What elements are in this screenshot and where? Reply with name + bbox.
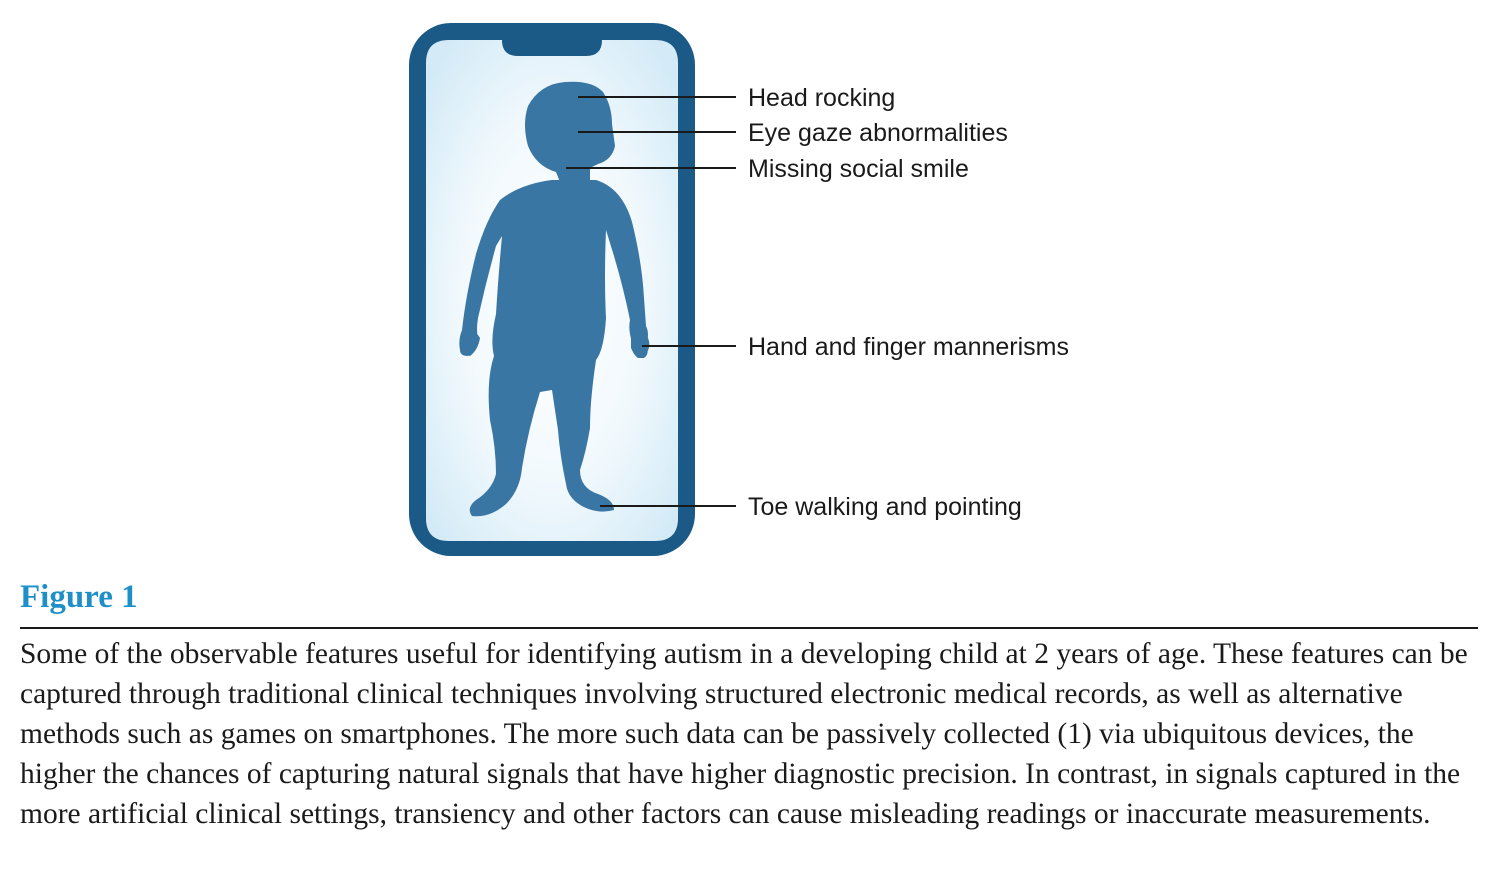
- child-hand-right: [631, 334, 650, 356]
- child-body: [459, 180, 648, 517]
- callout-lines: [566, 96, 736, 507]
- callout-social-smile: Missing social smile: [748, 155, 969, 183]
- figure-caption: Some of the observable features useful f…: [20, 638, 1468, 830]
- callout-eye-gaze: Eye gaze abnormalities: [748, 119, 1008, 147]
- callout-head-rocking: Head rocking: [748, 84, 895, 112]
- figure-label: Figure 1: [20, 579, 138, 615]
- caption-divider: [20, 627, 1478, 629]
- child-silhouette-icon: [459, 81, 650, 517]
- figure-illustration: Head rocking Eye gaze abnormalities Miss…: [409, 23, 1069, 556]
- child-hand-left: [460, 331, 480, 356]
- callout-hand-finger: Hand and finger mannerisms: [748, 333, 1069, 361]
- child-head: [525, 81, 615, 182]
- callout-toe-walking: Toe walking and pointing: [748, 493, 1022, 521]
